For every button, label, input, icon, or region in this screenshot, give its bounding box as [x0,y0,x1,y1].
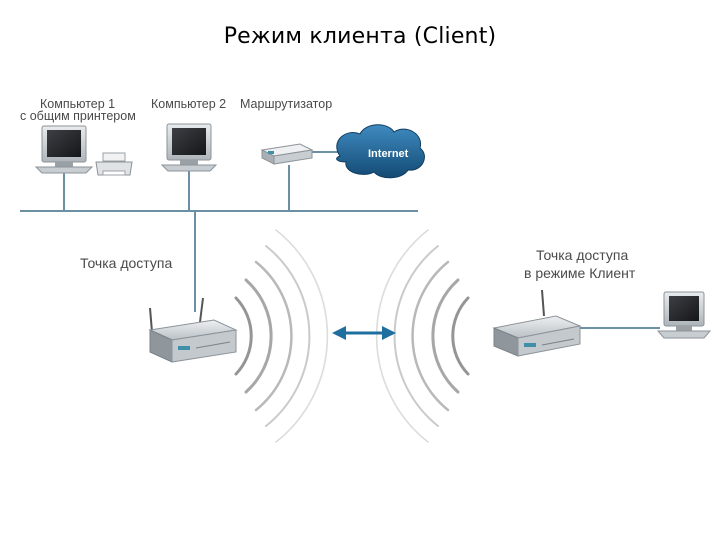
slide-title: Режим клиента (Client) [223,24,497,49]
double-arrow-icon [332,326,396,340]
lan-bus [20,151,660,329]
internet-cloud-icon: Internet [336,124,425,179]
access-point-right-icon [492,289,582,357]
computer-1-icon [34,125,94,174]
computer-1-label: Компьютер 1 [40,97,115,111]
ap-right-sublabel: в режиме Клиент [524,265,636,281]
access-point-left-icon [148,297,238,363]
left-wireless-waves [234,229,329,443]
router-label: Маршрутизатор [240,97,332,111]
internet-label: Internet [368,148,409,160]
ap-left-label: Точка доступа [80,255,172,271]
ap-right-label: Точка доступа [536,247,628,263]
right-wireless-waves [375,229,470,443]
computer-2-icon [160,123,218,172]
router-icon [260,143,314,165]
client-computer-icon [656,291,712,339]
printer-icon [95,152,133,176]
computer-1-sublabel: с общим принтером [20,109,136,123]
computer-2-label: Компьютер 2 [151,97,226,111]
